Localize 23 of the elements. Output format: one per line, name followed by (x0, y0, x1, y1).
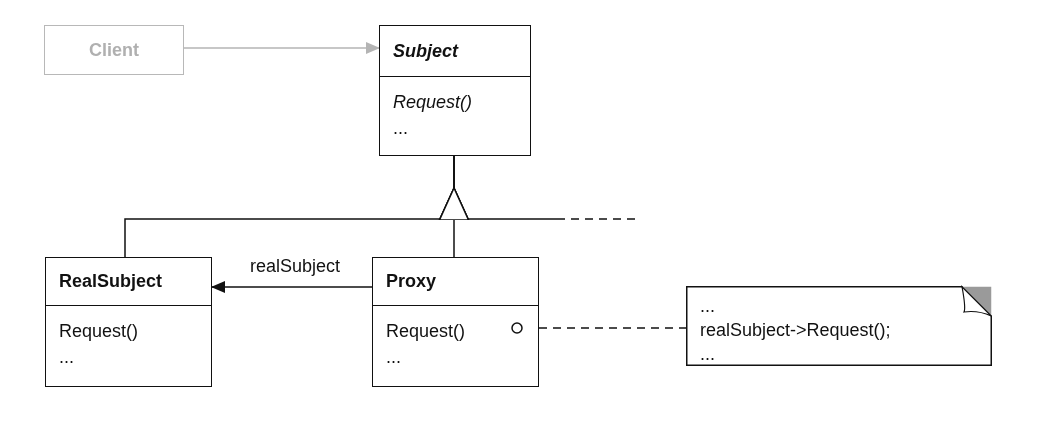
class-name: RealSubject (59, 271, 163, 292)
class-member: ... (59, 346, 75, 369)
inheritance-arrow (438, 155, 636, 221)
class-name: Client (89, 39, 139, 61)
class-box (45, 257, 212, 387)
arrow (211, 281, 373, 293)
class-member: ... (393, 117, 409, 140)
arrow (183, 42, 380, 54)
note-text: ... (700, 295, 716, 318)
note-connector (511, 322, 687, 334)
class-name: Proxy (386, 271, 437, 292)
class-box (379, 25, 531, 156)
class-box (372, 257, 539, 387)
class-member: Request() (393, 91, 474, 114)
class-member: Request() (59, 320, 140, 343)
class-member: Request() (386, 320, 467, 343)
note (686, 286, 992, 366)
client-class-box (44, 25, 184, 75)
class-name: Subject (393, 40, 458, 62)
note-text: ... (700, 343, 716, 366)
edge-label: realSubject (248, 256, 343, 277)
note-text: realSubject->Request(); (700, 319, 892, 342)
class-member: ... (386, 346, 402, 369)
